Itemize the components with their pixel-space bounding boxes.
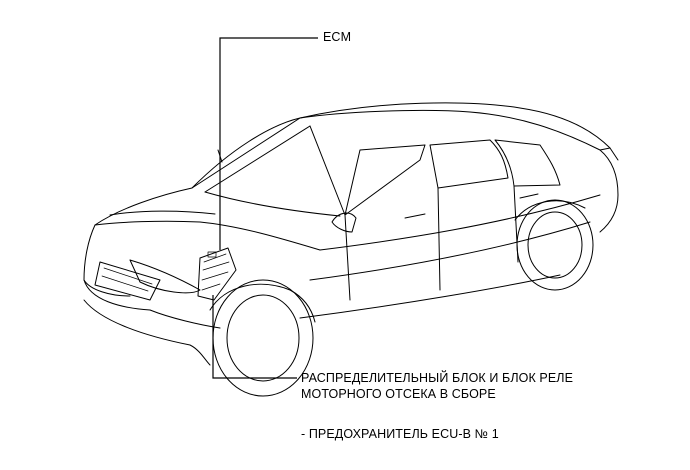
relay-block-label-line1: РАСПРЕДЕЛИТЕЛЬНЫЙ БЛОК И БЛОК РЕЛЕ xyxy=(301,371,574,385)
ecm-label: ECM xyxy=(323,30,352,44)
front-wheel xyxy=(209,279,316,397)
ecm-callout-line xyxy=(219,37,318,250)
car-body xyxy=(83,102,619,366)
relay-block-component xyxy=(197,247,237,301)
rear-wheel xyxy=(514,199,594,291)
relay-block-label-line2: МОТОРНОГО ОТСЕКА В СБОРЕ xyxy=(301,387,496,401)
fuse-note-label: - ПРЕДОХРАНИТЕЛЬ ECU-B № 1 xyxy=(301,427,499,441)
relay-block-callout-line xyxy=(212,295,297,379)
